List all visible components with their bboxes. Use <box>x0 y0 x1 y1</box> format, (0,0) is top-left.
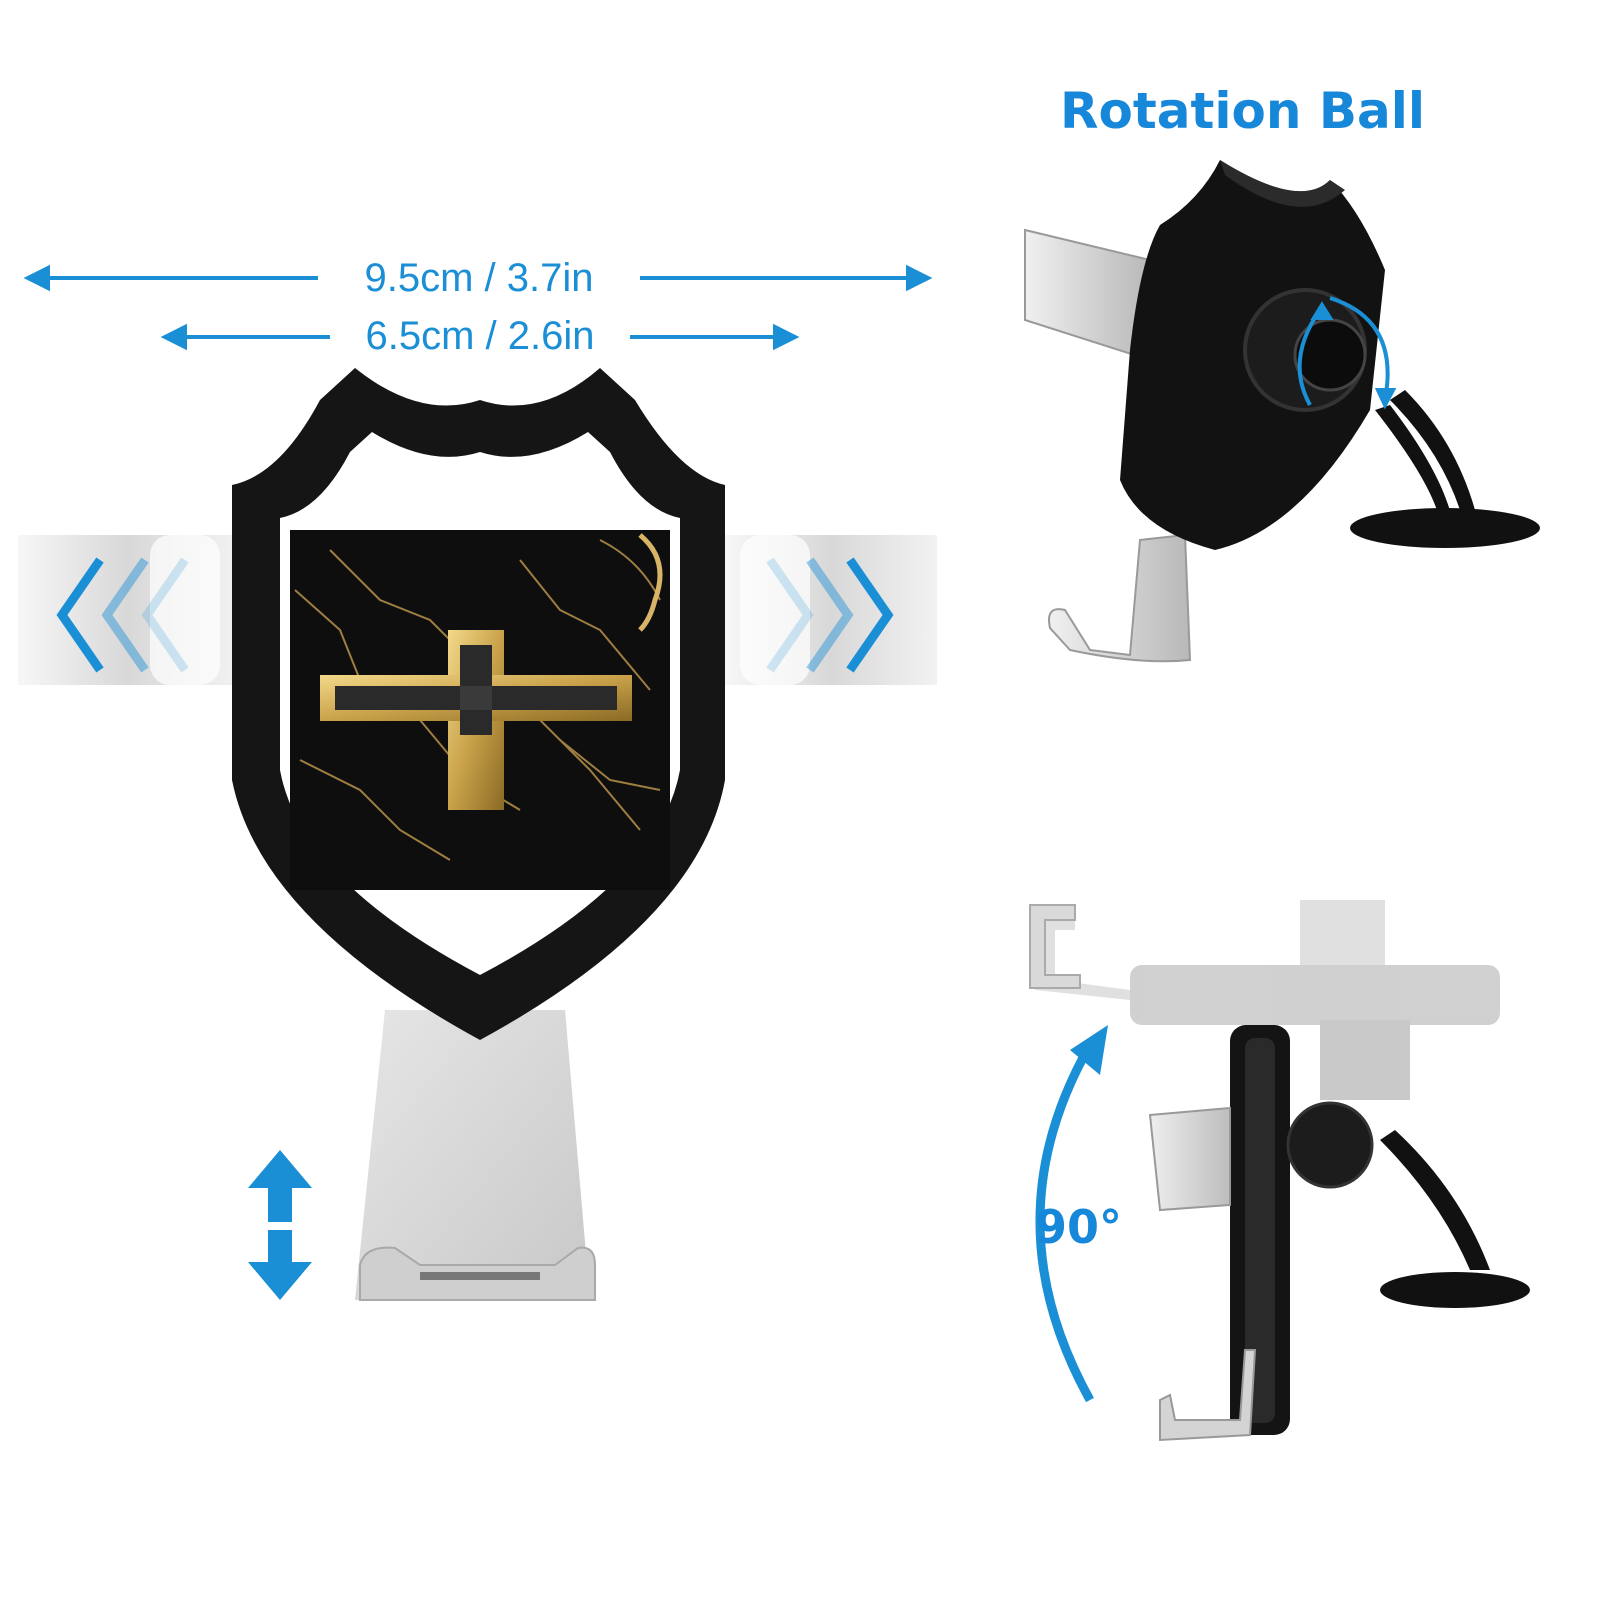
bottom-support <box>355 1010 596 1301</box>
rotation-ball-heading: Rotation Ball <box>1060 82 1426 140</box>
front-view-holder <box>18 368 937 1301</box>
outer-width-label: 9.5cm / 3.7in <box>364 256 594 300</box>
faded-holder <box>1035 900 1500 1100</box>
left-chevron-icon <box>56 557 189 673</box>
inner-width-label: 6.5cm / 2.6in <box>365 314 595 358</box>
double-arrow-vertical-icon <box>248 1150 312 1300</box>
tilt-view <box>1029 900 1530 1442</box>
right-arm <box>725 535 937 685</box>
left-arm <box>18 535 238 685</box>
rotation-ball-view <box>1024 160 1540 663</box>
tilt-angle-label: 90° <box>1035 1200 1123 1254</box>
gold-cross <box>320 630 632 810</box>
right-chevron-icon <box>766 557 894 673</box>
rotate-arrow-icon <box>1297 296 1397 410</box>
curved-arrow-90-icon <box>1035 1025 1108 1403</box>
dimension-arrows <box>23 264 933 351</box>
